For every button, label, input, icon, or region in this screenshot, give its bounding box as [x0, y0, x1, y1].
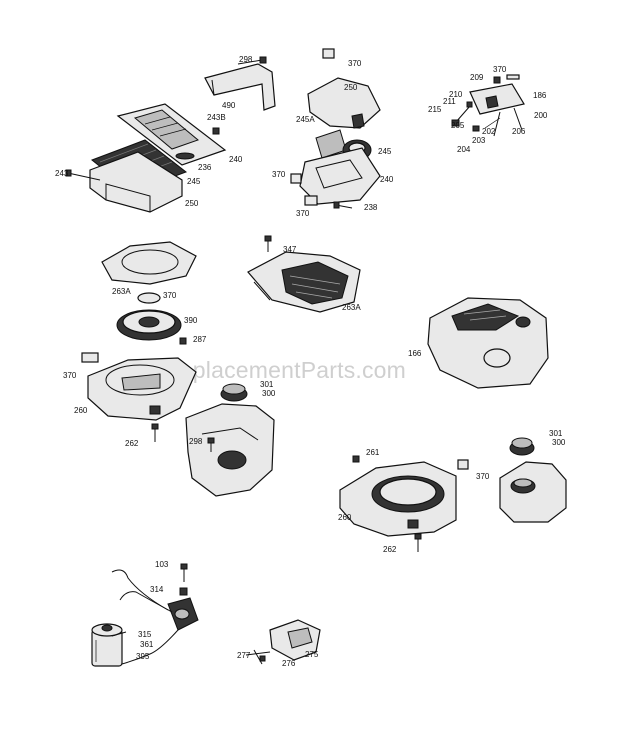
engine-shroud-166 — [427, 297, 549, 389]
callout-298: 298 — [189, 437, 203, 446]
callout-260: 260 — [74, 406, 88, 415]
wire-277 — [245, 651, 271, 656]
callout-203: 203 — [472, 136, 486, 145]
decal-370-round — [137, 292, 161, 304]
callout-263a: 263A — [342, 303, 361, 312]
callout-250: 250 — [344, 83, 358, 92]
base-240-mid — [299, 147, 381, 205]
bracket-314 — [179, 587, 188, 596]
callout-206: 206 — [512, 127, 526, 136]
solenoid-315 — [167, 597, 199, 631]
callout-262: 262 — [125, 439, 139, 448]
callout-186: 186 — [533, 91, 547, 100]
governor-control-bracket — [451, 74, 525, 137]
callout-243b: 243B — [207, 113, 226, 122]
gasket-236 — [175, 152, 195, 160]
callout-370: 370 — [348, 59, 362, 68]
callout-263a: 263A — [112, 287, 131, 296]
callout-298: 298 — [239, 55, 253, 64]
callout-277: 277 — [237, 651, 251, 660]
air-filter-base-240 — [116, 103, 227, 166]
callout-370: 370 — [296, 209, 310, 218]
callout-275: 275 — [305, 650, 319, 659]
cover-250-left — [89, 151, 183, 213]
callout-243: 243 — [55, 169, 69, 178]
callout-202: 202 — [482, 127, 496, 136]
nut-243b — [212, 127, 220, 135]
callout-261: 261 — [366, 448, 380, 457]
callout-300: 300 — [262, 389, 276, 398]
fuel-tank-300-right — [499, 461, 567, 523]
screw-261 — [352, 455, 360, 463]
callout-390: 390 — [184, 316, 198, 325]
callout-210: 210 — [449, 90, 463, 99]
callout-245: 245 — [378, 147, 392, 156]
clip-276 — [253, 649, 266, 665]
callout-240: 240 — [229, 155, 243, 164]
callout-315: 315 — [138, 630, 152, 639]
callout-245: 245 — [187, 177, 201, 186]
callout-236: 236 — [198, 163, 212, 172]
blower-housing-260-left — [81, 352, 197, 421]
screw-262-right — [414, 533, 422, 552]
screw-238 — [333, 201, 353, 209]
decal-370-right — [457, 459, 469, 470]
callout-370: 370 — [272, 170, 286, 179]
callout-240: 240 — [380, 175, 394, 184]
callout-301: 301 — [549, 429, 563, 438]
callout-361: 361 — [140, 640, 154, 649]
callout-103: 103 — [155, 560, 169, 569]
screw-103 — [180, 563, 188, 582]
screen-263a-left — [101, 241, 197, 285]
callout-238: 238 — [364, 203, 378, 212]
decal-370-top — [322, 48, 335, 59]
screw-298-top — [237, 56, 267, 65]
callout-347: 347 — [283, 245, 297, 254]
starter-motor-395 — [91, 623, 123, 667]
callout-370: 370 — [493, 65, 507, 74]
wire-harness — [111, 569, 179, 665]
screw-361 — [111, 631, 127, 637]
screen-263a-center — [247, 251, 361, 313]
callout-262: 262 — [383, 545, 397, 554]
callout-370: 370 — [63, 371, 77, 380]
guard-275 — [269, 619, 321, 661]
callout-395: 395 — [136, 652, 150, 661]
fuel-tank-300-left — [185, 403, 275, 497]
callout-490: 490 — [222, 101, 236, 110]
callout-209: 209 — [470, 73, 484, 82]
callout-166: 166 — [408, 349, 422, 358]
callout-250: 250 — [185, 199, 199, 208]
decal-370-mid-a — [290, 173, 302, 184]
callout-300: 300 — [552, 438, 566, 447]
callout-204: 204 — [457, 145, 471, 154]
callout-260: 260 — [338, 513, 352, 522]
fuel-cap-301-left — [220, 383, 248, 402]
callout-200: 200 — [534, 111, 548, 120]
blower-housing-260-right — [339, 461, 457, 537]
callout-314: 314 — [150, 585, 164, 594]
decal-370-mid-b — [304, 195, 318, 206]
screw-287 — [179, 337, 187, 345]
callout-276: 276 — [282, 659, 296, 668]
callout-301: 301 — [260, 380, 274, 389]
screw-243 — [65, 169, 101, 181]
callout-287: 287 — [193, 335, 207, 344]
rotating-screen-390 — [116, 309, 182, 341]
callout-215: 215 — [428, 105, 442, 114]
callout-205: 205 — [451, 121, 465, 130]
air-cleaner-cover-490 — [204, 63, 276, 111]
fuel-cap-301-right — [509, 437, 535, 456]
screw-347 — [264, 235, 272, 252]
screw-298-mid — [207, 437, 215, 452]
callout-370: 370 — [163, 291, 177, 300]
cover-250-mid — [307, 77, 381, 129]
screw-262-left — [151, 423, 159, 442]
callout-370: 370 — [476, 472, 490, 481]
callout-245a: 245A — [296, 115, 315, 124]
callout-211: 211 — [443, 97, 456, 106]
